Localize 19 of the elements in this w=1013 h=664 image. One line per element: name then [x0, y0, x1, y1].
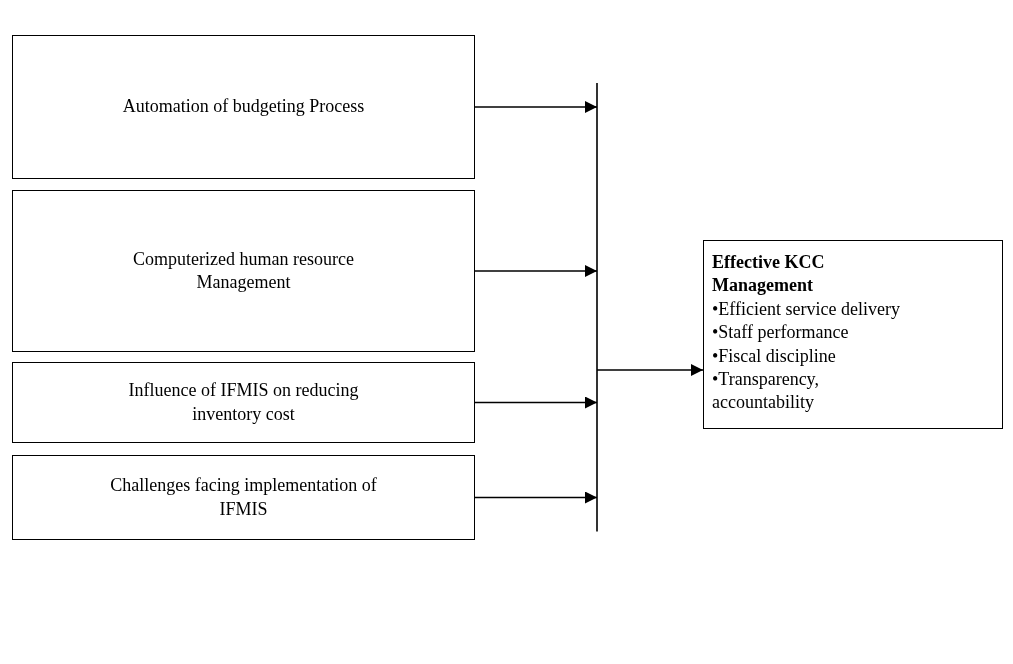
process-box	[12, 190, 475, 352]
process-box	[703, 240, 1003, 429]
box-title: Effective KCC Management	[712, 251, 826, 298]
box-title: Computerized human resource Management	[132, 247, 355, 294]
bullet-item: •Staff performance	[712, 321, 849, 345]
connector-trunk	[596, 82, 704, 533]
arrow	[474, 491, 598, 504]
bullet-item: •Transparency, accountability	[712, 367, 820, 415]
process-box	[12, 362, 475, 443]
process-box	[12, 35, 475, 179]
bullet-item: •Fiscal discipline	[712, 344, 836, 368]
box-title: Influence of IFMIS on reducing inventory cost	[127, 379, 360, 426]
bullet-item: •Efficient service delivery	[712, 297, 900, 321]
process-box	[12, 455, 475, 540]
arrow	[474, 396, 598, 409]
box-title: Automation of budgeting Process	[122, 95, 365, 119]
box-title: Challenges facing implementation of IFMIS	[109, 474, 378, 521]
arrow	[474, 101, 598, 113]
arrow	[474, 265, 598, 277]
